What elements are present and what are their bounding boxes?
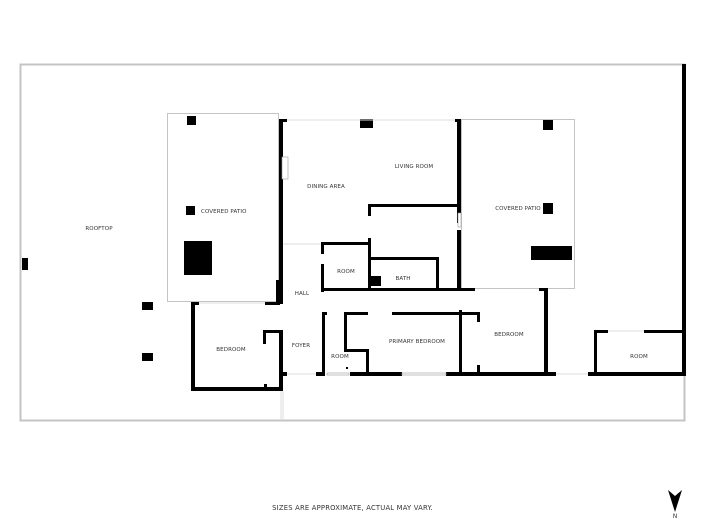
size-disclaimer: SIZES ARE APPROXIMATE, ACTUAL MAY VARY.	[272, 504, 433, 512]
room-label-dining-area: DINING AREA	[307, 184, 345, 190]
door-openings	[199, 119, 644, 420]
north-arrow-icon	[668, 490, 682, 512]
room-label-primary-bedroom: PRIMARY BEDROOM	[389, 339, 445, 345]
room-label-bedroom-east: BEDROOM	[494, 332, 524, 338]
room-label-covered-patio-west: COVERED PATIO	[201, 209, 247, 215]
room-label-room-east: ROOM	[630, 354, 648, 360]
room-label-hall: HALL	[295, 291, 310, 297]
compass-north-label: N	[672, 513, 678, 520]
room-label-room-south: ROOM	[331, 354, 349, 360]
windows	[281, 156, 462, 376]
room-label-bedroom-west: BEDROOM	[216, 347, 246, 353]
room-label-room-center: ROOM	[337, 269, 355, 275]
room-label-covered-patio-east: COVERED PATIO	[495, 206, 541, 212]
room-label-living-room: LIVING ROOM	[395, 164, 434, 170]
north-compass: N	[666, 488, 684, 522]
walls	[191, 64, 686, 391]
room-label-foyer: FOYER	[292, 343, 310, 349]
room-labels: ROOFTOP COVERED PATIO DINING AREA LIVING…	[85, 164, 648, 360]
columns	[22, 116, 572, 361]
room-label-rooftop: ROOFTOP	[85, 226, 113, 232]
room-label-bath: BATH	[395, 276, 410, 282]
